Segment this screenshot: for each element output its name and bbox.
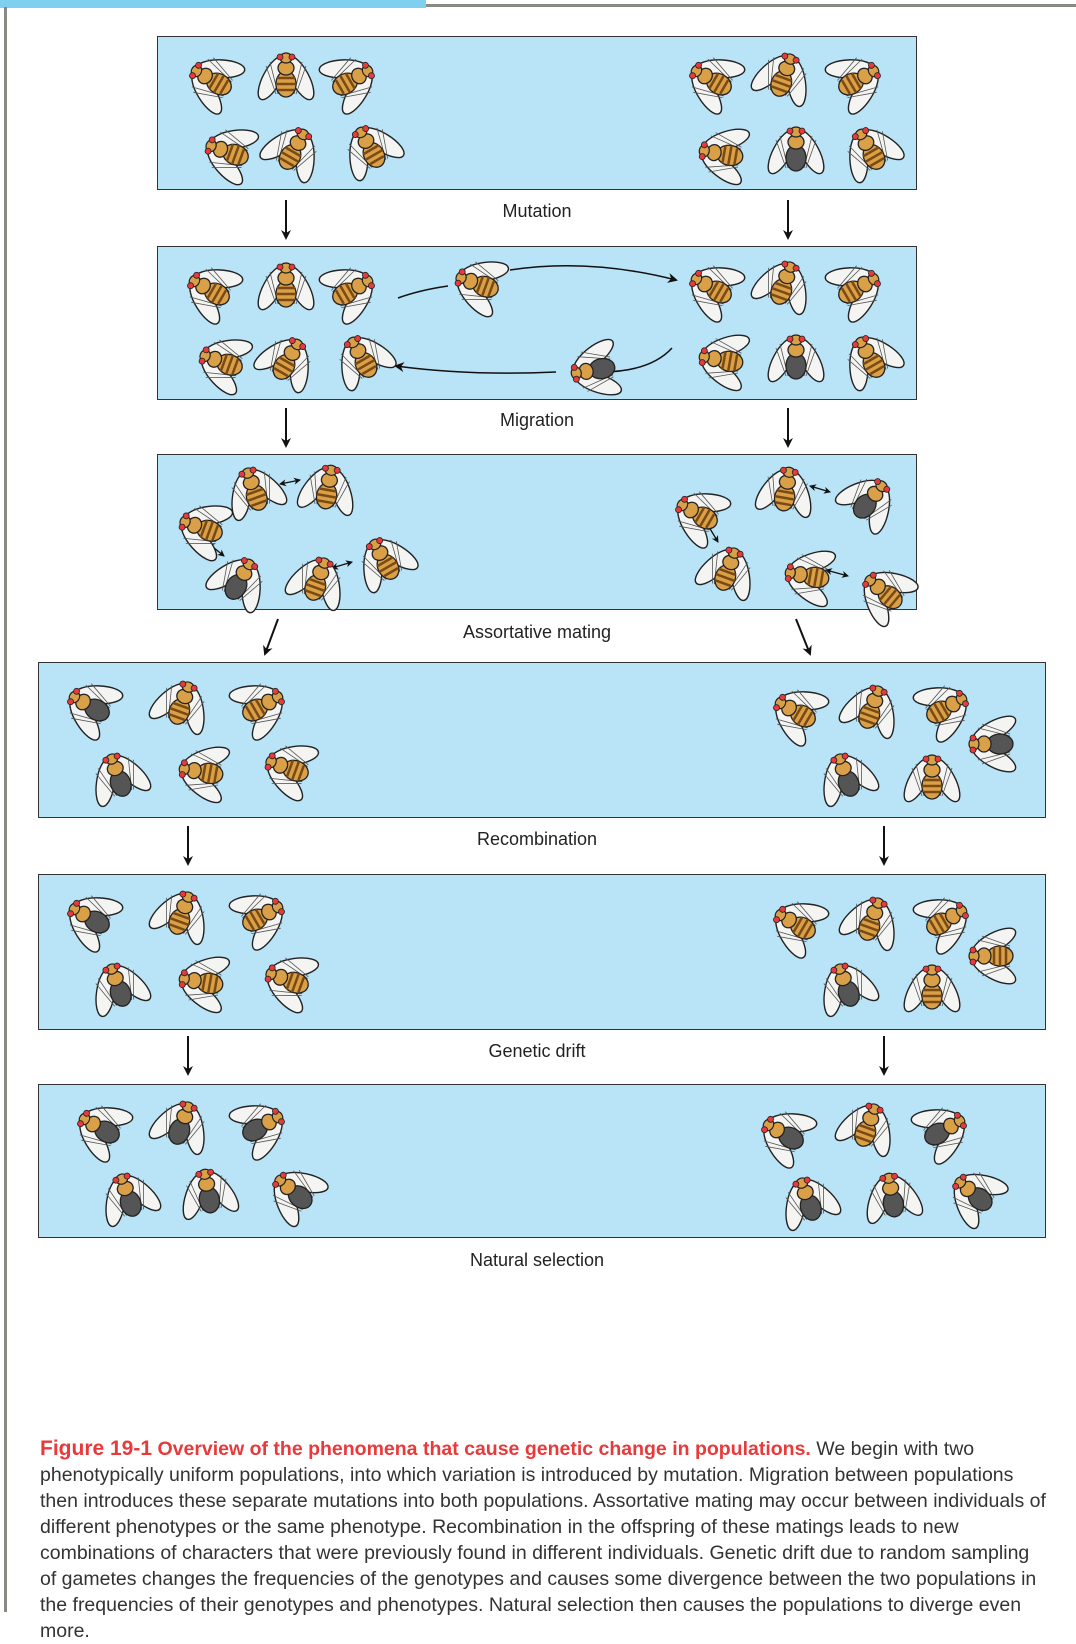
fly-illustration	[900, 746, 964, 810]
fly-illustration	[771, 539, 845, 613]
fly-illustration	[340, 516, 427, 603]
fly-illustration	[805, 735, 887, 817]
fly-illustration	[141, 663, 223, 745]
fly-illustration	[308, 246, 395, 333]
fly-illustration	[244, 316, 331, 403]
fly-illustration	[764, 326, 828, 390]
fly-illustration	[902, 664, 989, 751]
fly-illustration	[171, 1155, 245, 1229]
stage-label-recombination: Recombination	[476, 829, 598, 849]
figure-number: Figure 19-1	[40, 1437, 153, 1460]
stage-label-natural-selection: Natural selection	[469, 1250, 605, 1270]
fly-illustration	[685, 117, 759, 191]
fly-illustration	[685, 323, 759, 397]
fly-illustration	[165, 735, 239, 809]
fly-illustration	[291, 451, 365, 525]
fly-illustration	[161, 487, 243, 569]
fly-illustration	[839, 547, 929, 637]
fly-illustration	[247, 727, 329, 809]
fly-illustration	[743, 35, 825, 117]
fly-illustration	[767, 1159, 849, 1241]
fly-illustration	[166, 246, 253, 333]
fly-illustration	[87, 1155, 169, 1237]
fly-illustration	[668, 36, 755, 123]
fly-illustration	[46, 874, 133, 961]
fly-illustration	[752, 880, 839, 967]
fly-illustration	[814, 244, 901, 331]
fly-illustration	[805, 945, 887, 1027]
fly-illustration	[826, 314, 913, 401]
figure-title: Overview of the phenomena that cause gen…	[157, 1438, 811, 1460]
fly-illustration	[196, 536, 283, 623]
fly-illustration	[437, 243, 519, 325]
fly-illustration	[249, 1147, 339, 1237]
fly-illustration	[56, 1084, 143, 1171]
fly-illustration	[687, 529, 769, 611]
down-arrow	[263, 618, 279, 656]
fly-illustration	[814, 36, 901, 123]
fly-illustration	[277, 539, 359, 621]
fly-illustration	[77, 735, 159, 817]
fly-illustration	[831, 667, 913, 749]
fly-illustration	[213, 449, 295, 531]
stage-label-genetic-drift: Genetic drift	[488, 1041, 586, 1061]
fly-illustration	[250, 106, 337, 193]
fly-illustration	[752, 668, 839, 755]
fly-illustration	[168, 36, 255, 123]
fly-illustration	[827, 1085, 909, 1167]
fly-illustration	[960, 924, 1024, 988]
fly-illustration	[929, 1149, 1019, 1239]
fly-illustration	[855, 1159, 929, 1233]
fly-illustration	[247, 939, 329, 1021]
down-arrow	[795, 618, 812, 656]
left-rule	[4, 7, 7, 1612]
fly-illustration	[740, 1090, 827, 1177]
fly-illustration	[254, 44, 318, 108]
fly-illustration	[902, 876, 989, 963]
fly-illustration	[654, 470, 741, 557]
fly-illustration	[557, 333, 631, 407]
fly-illustration	[831, 879, 913, 961]
fly-illustration	[46, 662, 133, 749]
stage-label-mutation: Mutation	[502, 201, 572, 221]
fly-illustration	[668, 244, 755, 331]
fly-illustration	[141, 873, 223, 955]
figure-caption: Figure 19-1 Overview of the phenomena th…	[40, 1436, 1050, 1644]
caption-body: We begin with two phenotypically uniform…	[40, 1438, 1046, 1642]
header-tab	[0, 0, 426, 8]
fly-illustration	[960, 712, 1024, 776]
fly-illustration	[743, 243, 825, 325]
stage-label-assortative-mating: Assortative mating	[462, 622, 612, 642]
fly-illustration	[749, 453, 823, 527]
fly-illustration	[165, 945, 239, 1019]
fly-illustration	[326, 104, 413, 191]
fly-illustration	[218, 662, 305, 749]
fly-illustration	[218, 872, 305, 959]
fly-illustration	[826, 106, 913, 193]
fly-illustration	[77, 945, 159, 1027]
fly-illustration	[218, 1082, 305, 1169]
fly-illustration	[825, 455, 915, 545]
fly-illustration	[254, 254, 318, 318]
fly-illustration	[900, 1086, 987, 1173]
fly-illustration	[764, 118, 828, 182]
fly-illustration	[308, 36, 395, 123]
fly-illustration	[187, 111, 269, 193]
fly-illustration	[900, 956, 964, 1020]
fly-illustration	[181, 321, 263, 403]
fly-illustration	[141, 1083, 223, 1165]
header-rule	[426, 4, 1076, 7]
fly-illustration	[318, 314, 405, 401]
stage-label-migration: Migration	[499, 410, 575, 430]
